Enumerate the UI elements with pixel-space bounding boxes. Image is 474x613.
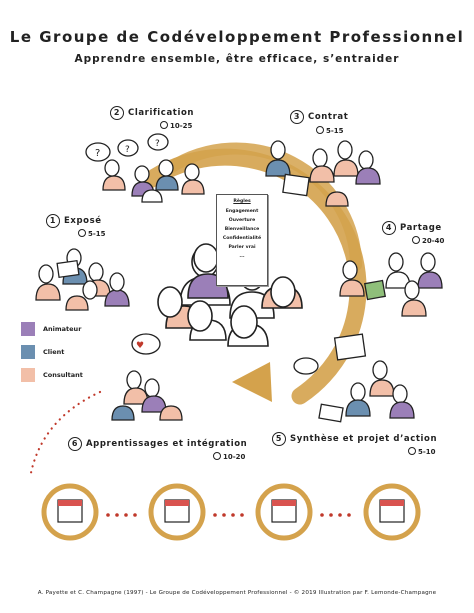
cluster-apprentissages: ♥ <box>111 333 183 421</box>
page-subtitle: Apprendre ensemble, être efficace, s’ent… <box>74 53 400 65</box>
timeline-dots <box>106 513 351 517</box>
cluster-partage <box>339 252 443 317</box>
mini-cycle-2 <box>148 483 206 541</box>
rule-item: Ouverture <box>228 218 256 223</box>
legend-item-animateur: Animateur <box>21 322 83 336</box>
cluster-contrat <box>265 140 381 207</box>
legend-item-client: Client <box>21 345 83 359</box>
cluster-synthese <box>293 333 415 423</box>
clock-icon <box>316 126 324 134</box>
legend-swatch <box>21 368 35 382</box>
rule-item: ... <box>239 254 245 259</box>
svg-text:?: ? <box>155 139 160 149</box>
step-1-duration: 5-15 <box>78 229 106 238</box>
rules-sheet: Règles Engagement Ouverture Bienveillanc… <box>216 194 268 286</box>
legend-swatch <box>21 322 35 336</box>
legend-swatch <box>21 345 35 359</box>
step-6-duration: 10-20 <box>213 452 245 461</box>
clock-icon <box>408 447 416 455</box>
dotted-path <box>28 390 102 480</box>
legend: Animateur Client Consultant <box>21 322 83 391</box>
mini-cycle-1 <box>41 483 99 541</box>
step-3-duration: 5-15 <box>316 126 344 135</box>
cluster-expose <box>35 248 130 311</box>
clock-icon <box>160 121 168 129</box>
rule-item: Confidentialité <box>222 236 262 241</box>
rule-item: Parler vrai <box>228 245 256 250</box>
svg-text:♥: ♥ <box>136 341 144 351</box>
clock-icon <box>213 452 221 460</box>
step-5-duration: 5-10 <box>408 447 436 456</box>
mini-cycle-3 <box>255 483 313 541</box>
clock-icon <box>78 229 86 237</box>
credits-footer: A. Payette et C. Champagne (1997) - Le G… <box>37 590 437 596</box>
cluster-clarification: ? ? ? <box>85 133 205 203</box>
mini-cycle-4 <box>363 483 421 541</box>
rules-title: Règles <box>233 199 251 204</box>
svg-text:?: ? <box>125 145 130 155</box>
rule-item: Engagement <box>225 209 259 214</box>
svg-text:?: ? <box>95 148 100 159</box>
step-2-duration: 10-25 <box>160 121 192 130</box>
page-title: Le Groupe de Codéveloppement Professionn… <box>9 28 465 46</box>
legend-item-consultant: Consultant <box>21 368 83 382</box>
rule-item: Bienveillance <box>224 227 260 232</box>
step-4-duration: 20-40 <box>412 236 444 245</box>
clock-icon <box>412 236 420 244</box>
